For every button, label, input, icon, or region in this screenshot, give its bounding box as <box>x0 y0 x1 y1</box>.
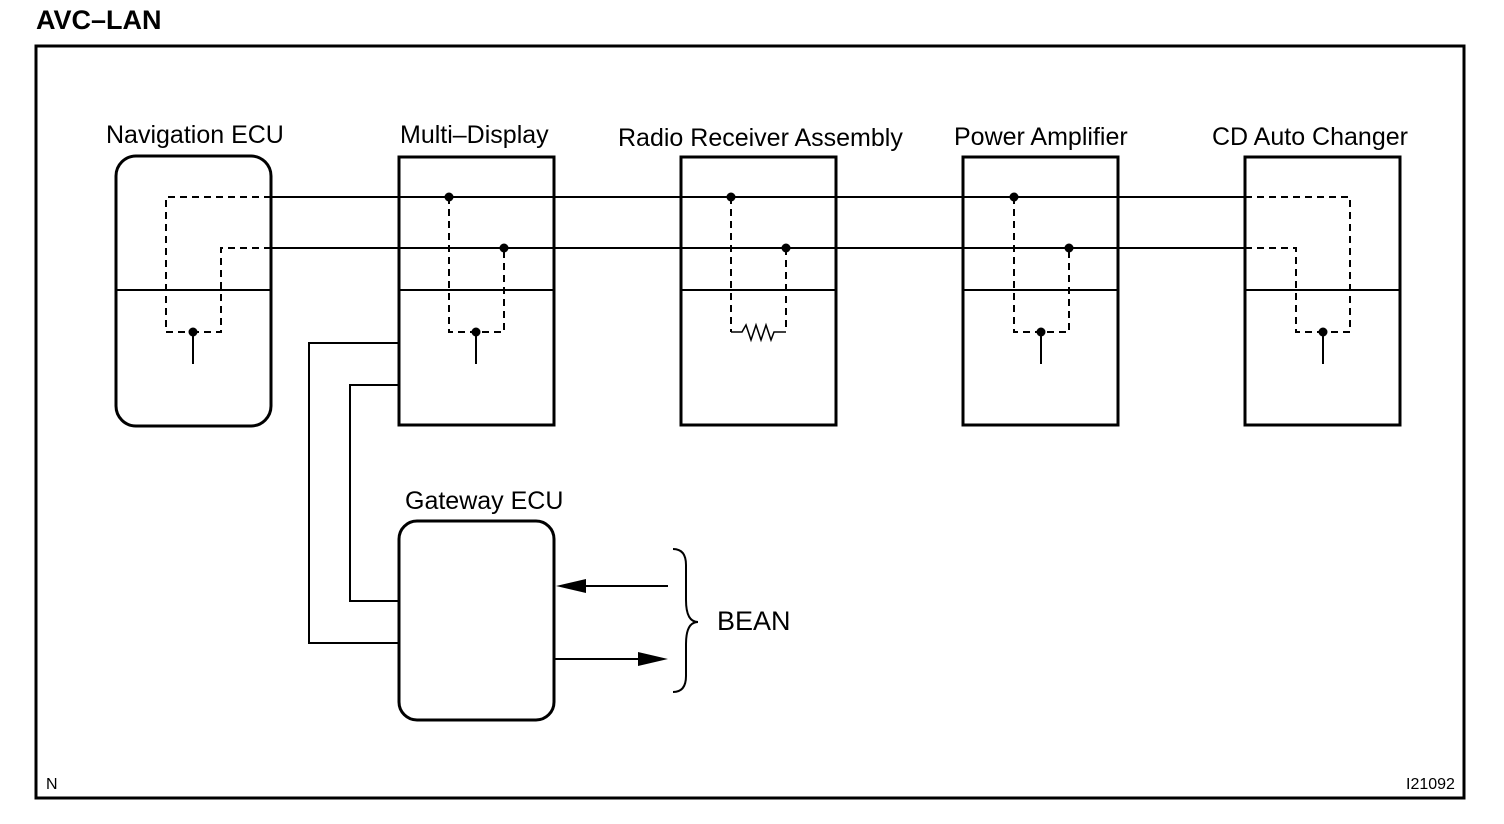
navigation-ecu-label: Navigation ECU <box>106 121 284 149</box>
bean-brace-icon <box>672 548 699 693</box>
cd-auto-changer-wiring <box>1245 196 1351 364</box>
gateway-ecu-label: Gateway ECU <box>405 487 563 515</box>
multi-display-label: Multi–Display <box>400 121 549 149</box>
bean-arrows <box>554 579 668 666</box>
avc-lan-bus-lines <box>271 196 1245 249</box>
bean-label: BEAN <box>717 606 791 636</box>
gateway-ecu-box <box>397 519 556 722</box>
navigation-ecu-wiring <box>165 196 271 364</box>
diagram-frame <box>34 44 1466 800</box>
terminating-resistor-icon <box>731 322 786 343</box>
multi-display-gateway-links <box>308 342 399 644</box>
radio-receiver-label: Radio Receiver Assembly <box>618 124 903 152</box>
figure-code: I21092 <box>1406 776 1455 793</box>
bean-output-arrow-icon <box>638 652 668 666</box>
corner-mark: N <box>46 776 58 793</box>
bean-input-arrow-icon <box>556 579 586 593</box>
power-amplifier-wiring <box>1009 192 1074 364</box>
multi-display-wiring <box>444 192 509 364</box>
cd-auto-changer-label: CD Auto Changer <box>1212 123 1408 151</box>
diagram-title: AVC–LAN <box>36 5 162 35</box>
power-amplifier-label: Power Amplifier <box>954 123 1128 151</box>
radio-receiver-wiring <box>726 192 791 343</box>
